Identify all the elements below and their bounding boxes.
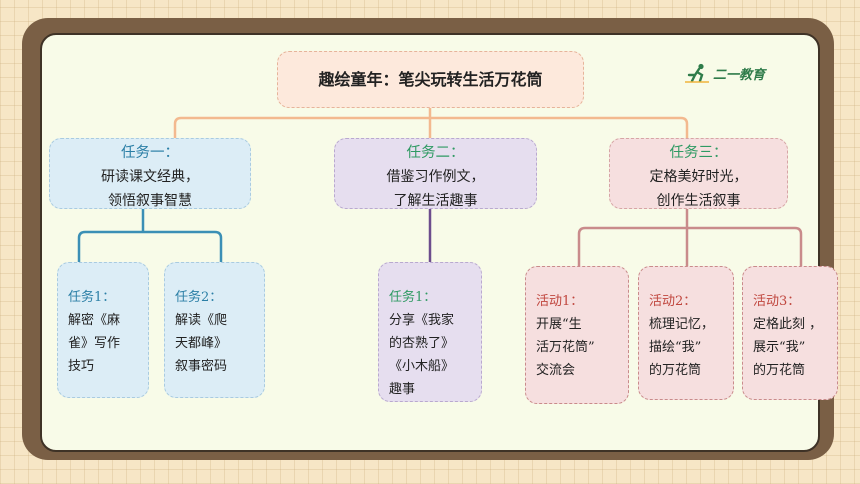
sub-line: 的万花筒: [753, 363, 806, 378]
task-line: 创作生活叙事: [656, 193, 741, 209]
sub-line: 的杏熟了》: [389, 336, 455, 351]
sub-line: 开展“生: [536, 317, 582, 332]
task-three-box: 任务三： 定格美好时光， 创作生活叙事: [609, 138, 788, 209]
logo: 二一教育: [685, 62, 765, 84]
sub-line: 解读《爬: [175, 313, 228, 328]
sub-line: 解密《麻: [68, 313, 121, 328]
activity-1: 活动1： 开展“生 活万花筒” 交流会: [525, 266, 629, 404]
sub-line: 描绘“我”: [649, 340, 702, 355]
task-line: 了解生活趣事: [393, 193, 478, 209]
task-two-box: 任务二： 借鉴习作例文， 了解生活趣事: [334, 138, 537, 209]
sub-heading: 任务1：: [389, 290, 437, 305]
task-two-sub-1: 任务1： 分享《我家 的杏熟了》 《小木船》 趣事: [378, 262, 482, 402]
activity-3: 活动3： 定格此刻 ， 展示“我” 的万花筒: [742, 266, 838, 400]
runner-logo-icon: [685, 63, 709, 83]
activity-2: 活动2： 梳理记忆， 描绘“我” 的万花筒: [638, 266, 734, 400]
sub-line: 趣事: [389, 382, 416, 397]
sub-line: 分享《我家: [389, 313, 455, 328]
task-heading: 任务二：: [406, 145, 465, 161]
sub-line: 活万花筒”: [536, 340, 595, 355]
sub-line: 展示“我”: [753, 340, 806, 355]
sub-heading: 活动2：: [649, 294, 697, 309]
sub-heading: 活动1：: [536, 294, 584, 309]
sub-line: 梳理记忆，: [649, 317, 715, 332]
sub-line: 的万花筒: [649, 363, 702, 378]
sub-line: 交流会: [536, 363, 576, 378]
sub-line: 《小木船》: [389, 359, 455, 374]
sub-line: 技巧: [68, 359, 95, 374]
task-line: 定格美好时光，: [649, 169, 748, 185]
sub-heading: 任务1：: [68, 290, 116, 305]
task-one-sub-2: 任务2： 解读《爬 天都峰》 叙事密码: [164, 262, 265, 398]
task-one-box: 任务一： 研读课文经典， 领悟叙事智慧: [49, 138, 251, 209]
task-line: 借鉴习作例文，: [386, 169, 485, 185]
task-one-sub-1: 任务1： 解密《麻 雀》写作 技巧: [57, 262, 149, 398]
task-heading: 任务一：: [121, 145, 179, 161]
sub-line: 天都峰》: [175, 336, 228, 351]
sub-line: 定格此刻 ，: [753, 317, 823, 332]
sub-heading: 任务2：: [175, 290, 223, 305]
diagram-title: 趣绘童年：笔尖玩转生活万花筒: [277, 51, 584, 108]
logo-text: 二一教育: [713, 67, 766, 83]
sub-heading: 活动3：: [753, 294, 801, 309]
task-line: 领悟叙事智慧: [108, 193, 192, 209]
sub-line: 雀》写作: [68, 336, 121, 351]
sub-line: 叙事密码: [175, 359, 228, 374]
task-line: 研读课文经典，: [101, 169, 199, 185]
task-heading: 任务三：: [669, 145, 728, 161]
